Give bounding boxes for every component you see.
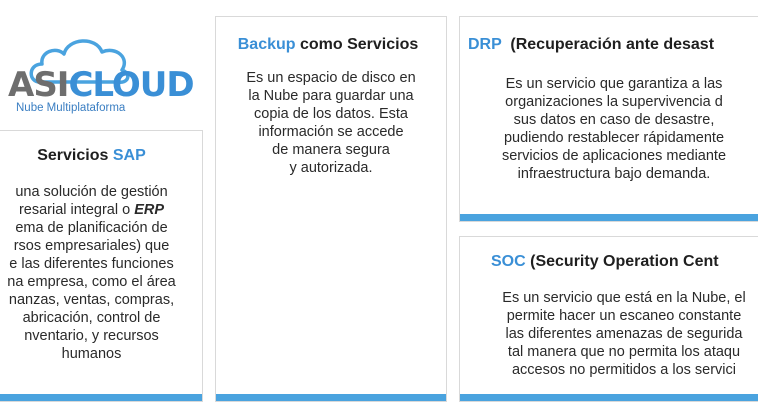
title-highlight: SAP — [112, 147, 146, 164]
card-title: Servicios SAP — [0, 147, 202, 165]
card-title: Backup como Servicios — [216, 36, 446, 54]
title-text: (Security Operation Cent — [525, 253, 719, 270]
card-title: DRP (Recuperación ante desast — [468, 36, 714, 54]
description-text-cont: ema de planificación de rsos empresarial… — [7, 220, 176, 362]
title-highlight: DRP — [468, 36, 502, 53]
cloud-icon — [29, 39, 130, 84]
card-description: una solución de gestión resarial integra… — [0, 183, 202, 363]
card-backup-servicios: Backup como Servicios Es un espacio de d… — [215, 16, 447, 402]
card-description: Es un espacio de disco en la Nube para g… — [246, 70, 416, 176]
title-highlight: Backup — [237, 36, 296, 53]
asicloud-logo: ASICLOUD Nube Multiplataforma — [4, 34, 195, 120]
logo-word-asi: ASI — [8, 65, 69, 105]
card-accent-bar — [0, 394, 202, 401]
card-title: SOC (Security Operation Cent — [491, 253, 719, 271]
card-servicios-sap: Servicios SAP una solución de gestión re… — [0, 130, 203, 402]
card-accent-bar — [460, 214, 758, 221]
title-text: como Servicios — [295, 36, 419, 53]
card-accent-bar — [460, 394, 758, 401]
card-accent-bar — [216, 394, 446, 401]
title-text: (Recuperación ante desast — [501, 36, 715, 53]
logo-wordmark: ASICLOUD — [8, 65, 195, 105]
card-drp: DRP (Recuperación ante desast Es un serv… — [459, 16, 758, 222]
description-text: una solución de gestión resarial integra… — [15, 184, 168, 218]
logo-word-cloud: CLOUD — [68, 65, 194, 105]
title-text: Servicios — [37, 147, 113, 164]
title-highlight: SOC — [491, 253, 526, 270]
card-soc: SOC (Security Operation Cent Es un servi… — [459, 236, 758, 402]
logo-tagline: Nube Multiplataforma — [16, 102, 126, 114]
card-description: Es un servicio que está en la Nube, el p… — [502, 290, 746, 378]
description-emphasis: ERP — [134, 202, 165, 218]
card-description: Es un servicio que garantiza a las organ… — [501, 76, 727, 182]
